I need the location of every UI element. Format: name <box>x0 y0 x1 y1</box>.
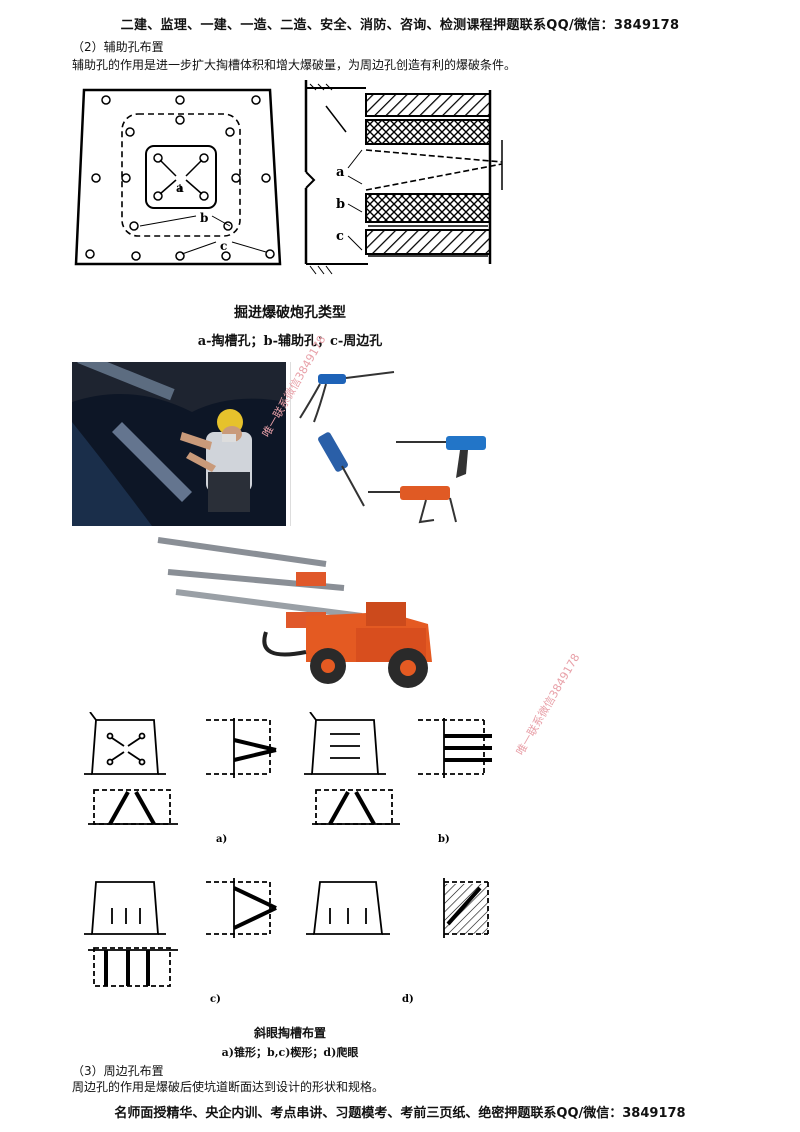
tunnel-outline <box>74 88 282 266</box>
section-heading-auxiliary-holes: （2）辅助孔布置 <box>72 40 164 54</box>
label-c-layout: c) <box>210 994 221 1005</box>
section-body-perimeter-holes: 周边孔的作用是爆破后使坑道断面达到设计的形状和规格。 <box>72 1080 385 1094</box>
inclined-cut-diagram: a) b) c) d) <box>84 712 492 1005</box>
watermark-2: 唯一联系微信3849178 <box>513 651 583 758</box>
label-b-side: b <box>336 197 345 212</box>
label-a-front: a <box>176 181 184 195</box>
label-a-layout: a) <box>216 834 227 845</box>
miner-drilling-photo <box>72 362 286 526</box>
blast-hole-diagram: a b c a b c <box>74 80 503 275</box>
label-c-front: c <box>220 239 227 253</box>
drill-jumbo-photo <box>156 532 440 692</box>
label-a-side: a <box>336 165 345 180</box>
figure3-subtitle: a)锥形；b,c)楔形；d)爬眼 <box>221 1046 359 1059</box>
section-heading-perimeter-holes: （3）周边孔布置 <box>72 1064 164 1078</box>
section-body-auxiliary-holes: 辅助孔的作用是进一步扩大掏槽体积和增大爆破量，为周边孔创造有利的爆破条件。 <box>72 58 517 72</box>
figure1-subtitle: a-掏槽孔；b-辅助孔；c-周边孔 <box>197 334 383 349</box>
hand-drills-photo <box>290 362 510 526</box>
label-c-side: c <box>336 229 344 244</box>
label-b-front: b <box>200 211 208 225</box>
cut-box <box>145 145 217 209</box>
figure1-title: 掘进爆破炮孔类型 <box>234 305 346 321</box>
label-b-layout: b) <box>438 834 450 845</box>
label-d-layout: d) <box>402 994 414 1005</box>
page-header: 二建、监理、一建、一造、二造、安全、消防、咨询、检测课程押题联系QQ/微信：38… <box>120 18 680 33</box>
page-footer: 名师面授精华、央企内训、考点串讲、习题模考、考前三页纸、绝密押题联系QQ/微信：… <box>114 1106 686 1121</box>
auxiliary-ring <box>121 113 241 237</box>
figure3-title: 斜眼掏槽布置 <box>253 1026 326 1040</box>
